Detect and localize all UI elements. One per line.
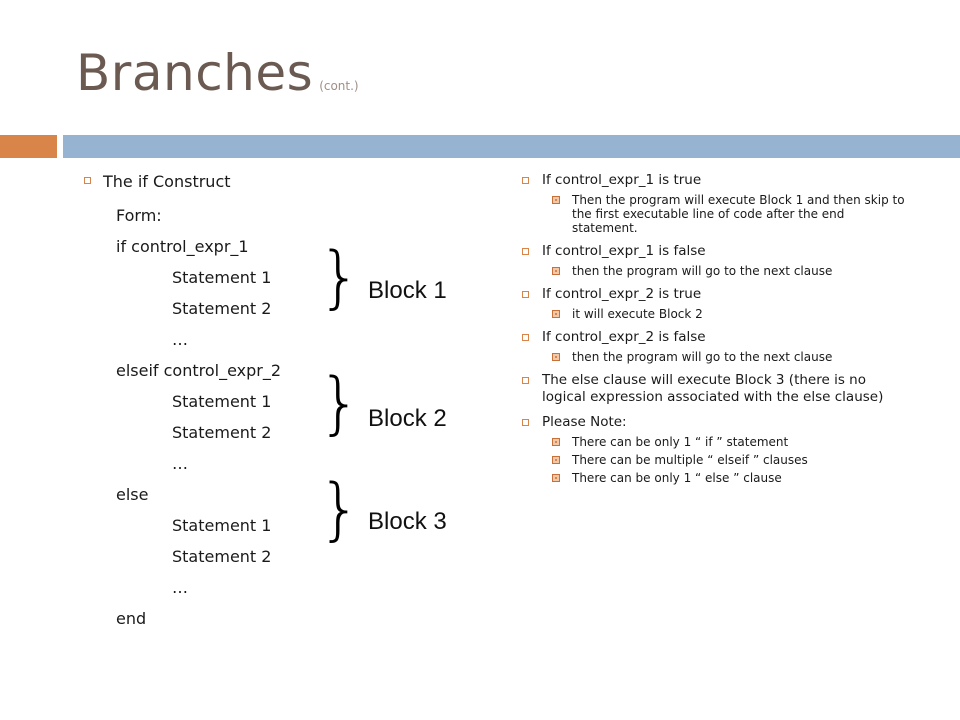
sub-bullet-text: Then the program will execute Block 1 an… xyxy=(572,193,905,235)
code-line: Statement 2 xyxy=(172,547,272,566)
hollow-square-bullet-icon xyxy=(522,419,529,426)
accent-bar-blue xyxy=(63,135,960,158)
code-line: Statement 2 xyxy=(172,299,272,318)
sub-bullet-text: There can be only 1 “ else ” clause xyxy=(572,471,782,485)
sub-bullet-text: There can be only 1 “ if ” statement xyxy=(572,435,789,449)
block-1-label: Block 1 xyxy=(368,277,447,304)
code-line: else xyxy=(116,485,149,504)
bullet-item: If control_expr_2 is false then the prog… xyxy=(522,329,912,364)
code-line: end xyxy=(116,609,147,628)
code-line: Statement 1 xyxy=(172,392,272,411)
brace-block-3: } xyxy=(318,470,362,549)
bullet-text: If control_expr_2 is true xyxy=(542,286,702,302)
accent-bar-orange xyxy=(0,135,57,158)
bullet-text: If control_expr_1 is true xyxy=(542,172,702,188)
left-column: The if Construct Form: if control_expr_1… xyxy=(84,170,384,634)
brace-block-1: } xyxy=(318,238,362,317)
bullet-text: If control_expr_2 is false xyxy=(542,329,706,345)
bullet-item: The else clause will execute Block 3 (th… xyxy=(522,372,912,406)
slide-title: Branches (cont.) xyxy=(76,44,359,102)
bullet-text: The else clause will execute Block 3 (th… xyxy=(542,372,884,405)
code-line: Statement 2 xyxy=(172,423,272,442)
code-line: Form: xyxy=(116,206,162,225)
code-line: Statement 1 xyxy=(172,268,272,287)
hollow-square-bullet-icon xyxy=(522,248,529,255)
bullet-text: Please Note: xyxy=(542,414,627,430)
filled-square-bullet-icon xyxy=(552,474,560,482)
bullet-item: If control_expr_2 is true it will execut… xyxy=(522,286,912,321)
filled-square-bullet-icon xyxy=(552,196,560,204)
title-suffix: (cont.) xyxy=(319,79,359,93)
left-heading-text: The if Construct xyxy=(103,172,231,191)
sub-bullet: it will execute Block 2 xyxy=(552,307,912,321)
filled-square-bullet-icon xyxy=(552,353,560,361)
sub-bullet-text: then the program will go to the next cla… xyxy=(572,350,833,364)
code-line: … xyxy=(172,454,188,473)
sub-bullet-text: it will execute Block 2 xyxy=(572,307,703,321)
title-text: Branches xyxy=(76,44,314,102)
code-line: if control_expr_1 xyxy=(116,237,249,256)
filled-square-bullet-icon xyxy=(552,310,560,318)
sub-bullet-text: then the program will go to the next cla… xyxy=(572,264,833,278)
right-column: If control_expr_1 is true Then the progr… xyxy=(522,172,912,493)
block-2-label: Block 2 xyxy=(368,405,447,432)
sub-bullet: There can be only 1 “ if ” statement xyxy=(552,435,912,449)
hollow-square-bullet-icon xyxy=(522,177,529,184)
bullet-item: If control_expr_1 is false then the prog… xyxy=(522,243,912,278)
brace-block-2: } xyxy=(318,364,362,443)
filled-square-bullet-icon xyxy=(552,267,560,275)
sub-bullet: then the program will go to the next cla… xyxy=(552,264,912,278)
sub-bullet: There can be only 1 “ else ” clause xyxy=(552,471,912,485)
sub-bullet: There can be multiple “ elseif ” clauses xyxy=(552,453,912,467)
hollow-square-bullet-icon xyxy=(522,334,529,341)
bullet-text: If control_expr_1 is false xyxy=(542,243,706,259)
left-heading: The if Construct xyxy=(84,170,384,194)
hollow-square-bullet-icon xyxy=(522,377,529,384)
bullet-item: If control_expr_1 is true Then the progr… xyxy=(522,172,912,235)
code-line: Statement 1 xyxy=(172,516,272,535)
filled-square-bullet-icon xyxy=(552,456,560,464)
sub-bullet: then the program will go to the next cla… xyxy=(552,350,912,364)
filled-square-bullet-icon xyxy=(552,438,560,446)
code-line: elseif control_expr_2 xyxy=(116,361,282,380)
hollow-square-bullet-icon xyxy=(522,291,529,298)
block-3-label: Block 3 xyxy=(368,508,447,535)
bullet-item: Please Note: There can be only 1 “ if ” … xyxy=(522,414,912,485)
code-line: … xyxy=(172,578,188,597)
sub-bullet-text: There can be multiple “ elseif ” clauses xyxy=(572,453,808,467)
code-line: … xyxy=(172,330,188,349)
sub-bullet: Then the program will execute Block 1 an… xyxy=(552,193,912,235)
hollow-square-bullet-icon xyxy=(84,177,91,184)
